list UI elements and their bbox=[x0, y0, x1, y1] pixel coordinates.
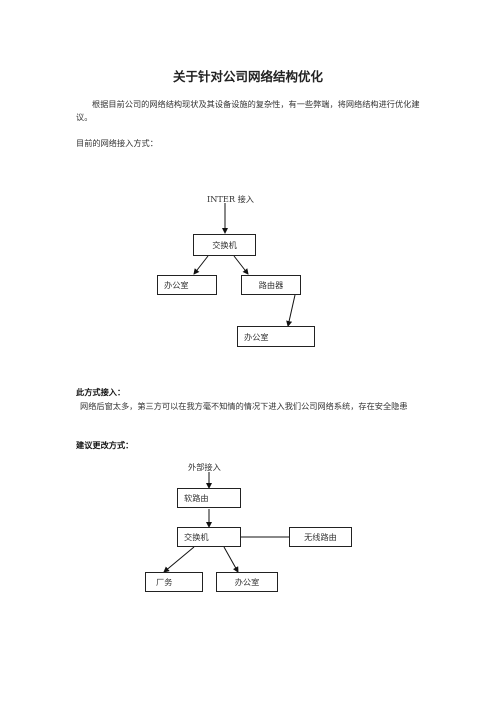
diagram2-wireless-router-box: 无线路由 bbox=[289, 527, 352, 547]
diagram1-router-box: 路由器 bbox=[241, 275, 301, 295]
diagram2-soft-router-box: 软路由 bbox=[177, 488, 241, 508]
arrow-switch-to-factory bbox=[163, 546, 195, 573]
suggestion-heading: 建议更改方式： bbox=[76, 440, 134, 450]
diagram2-external-label: 外部接入 bbox=[188, 462, 221, 472]
diagram1-switch-box: 交换机 bbox=[193, 234, 256, 256]
diagram1-office-left-box: 办公室 bbox=[157, 275, 217, 295]
intro-paragraph: 根据目前公司的网络结构现状及其设备设施的复杂性，有一些弊端，将网络结构进行优化建… bbox=[76, 99, 420, 122]
issue-heading: 此方式接入： bbox=[76, 387, 126, 397]
diagram2-office-box: 办公室 bbox=[216, 572, 278, 592]
diagram2-factory-box: 厂务 bbox=[145, 572, 203, 592]
diagram1-inter-label: INTER 接入 bbox=[207, 194, 254, 204]
page-title: 关于针对公司网络结构优化 bbox=[172, 69, 323, 84]
arrow-router-to-office bbox=[286, 294, 296, 327]
diagram1-office-bottom-box: 办公室 bbox=[237, 326, 315, 347]
current-access-label: 目前的网络接入方式： bbox=[76, 138, 158, 148]
arrow-switch-to-office2 bbox=[223, 546, 239, 573]
arrow-switch-to-office bbox=[193, 255, 209, 275]
arrow-switch-to-router bbox=[233, 255, 249, 275]
issue-paragraph: 网络后窗太多，第三方可以在我方毫不知情的情况下进入我们公司网络系统，存在安全隐患 bbox=[80, 401, 408, 411]
diagram2-switch-box: 交换机 bbox=[177, 527, 241, 547]
